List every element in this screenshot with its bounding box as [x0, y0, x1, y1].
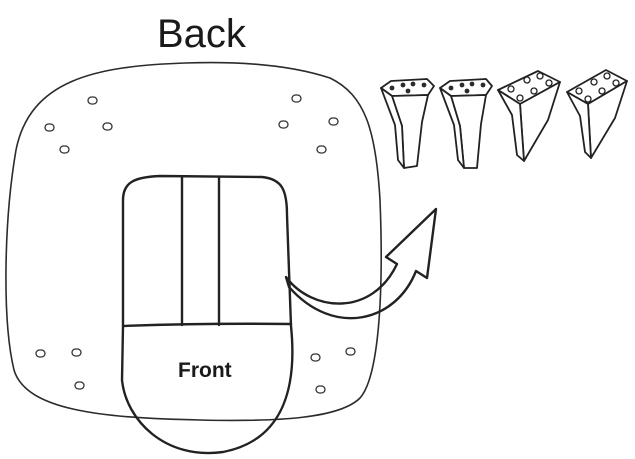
mounting-hole	[291, 94, 302, 103]
mounting-hole	[102, 122, 113, 131]
mounting-hole	[59, 145, 70, 154]
chair-back-outline	[5, 61, 382, 422]
chair-leg-icon	[380, 78, 435, 169]
mounting-hole	[328, 117, 339, 126]
mounting-hole	[316, 145, 327, 154]
mounting-hole	[278, 120, 289, 129]
seat-outline	[120, 174, 294, 455]
chair-leg-icon	[497, 70, 561, 162]
mounting-hole	[310, 353, 321, 362]
front-label: Front	[178, 359, 232, 382]
chair-leg-icon	[566, 69, 628, 159]
mounting-hole	[44, 123, 55, 132]
back-mounting-holes	[35, 94, 356, 394]
mounting-hole	[87, 96, 98, 105]
mounting-hole	[71, 348, 82, 357]
mounting-hole	[345, 347, 356, 356]
back-label: Back	[157, 12, 247, 56]
mounting-hole	[35, 349, 46, 358]
chair-legs	[380, 69, 628, 169]
chair-leg-icon	[439, 78, 493, 169]
seat-front-divider	[121, 322, 293, 328]
mounting-hole	[74, 381, 85, 390]
curved-arrow-icon	[284, 207, 438, 320]
mounting-hole	[315, 385, 326, 394]
